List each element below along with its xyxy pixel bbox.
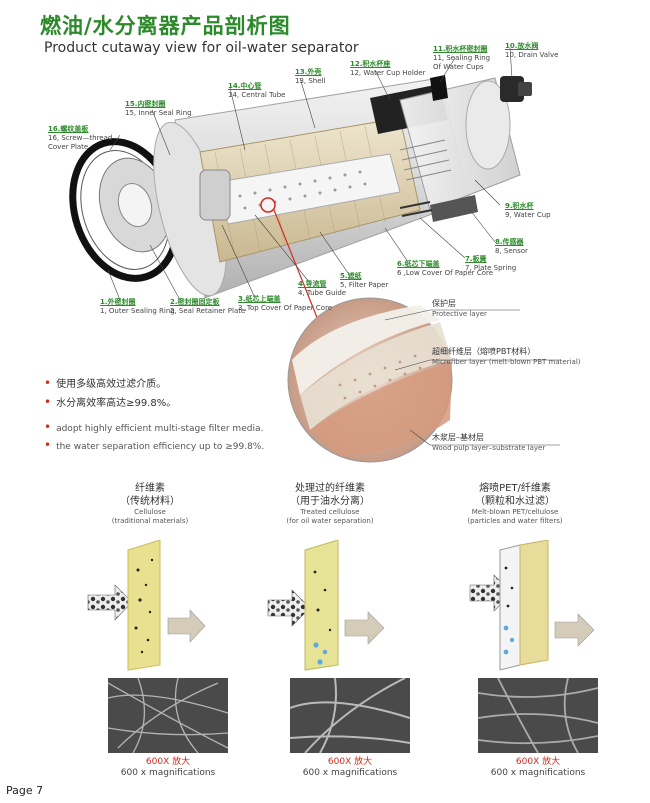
plate-spring (399, 201, 433, 217)
sensor (430, 195, 478, 222)
feature-bullet-1: •使用多级高效过滤介质。 (44, 376, 167, 390)
callout-marker (260, 197, 276, 213)
media-panel-meltblown (469, 540, 595, 671)
layer-leader-lines (384, 309, 560, 446)
drain-valve (500, 76, 524, 102)
cutaway-illustration (69, 47, 560, 463)
filter-layer-zoom (287, 297, 453, 463)
feature-bullet-4: •the water separation efficiency up to ≥… (44, 438, 265, 452)
micrograph-cellulose (108, 678, 228, 753)
page-title: 燃油/水分离器产品剖析图 (40, 14, 291, 38)
page-subtitle: Product cutaway view for oil-water separ… (44, 40, 359, 56)
seal-retainer-plate (98, 157, 172, 253)
water-cup-sealing-ring (430, 75, 448, 101)
media-illustrations (87, 540, 595, 671)
micrograph-meltblown (478, 678, 598, 753)
micrograph-treated-cellulose (290, 678, 410, 753)
media-panel-treated-cellulose (267, 540, 385, 671)
page-number: Page 7 (6, 784, 44, 797)
media-caption-cellulose: 纤维素（传统材料）Cellulose(traditional materials… (111, 483, 189, 525)
feature-bullet-2: •水分离效率高达≥99.8%。 (44, 395, 177, 409)
layer-label-microfiber: 超细纤维层（熔喷PBT材料）Microfiber layer (melt-blo… (432, 347, 581, 366)
feature-bullet-3: •adopt highly efficient multi-stage filt… (44, 420, 264, 434)
media-caption-meltblown: 熔喷PET/纤维素（颗粒和水过滤）Melt-blown PET/cellulos… (467, 483, 563, 525)
leader-lines (107, 47, 513, 301)
media-panel-cellulose (87, 540, 206, 671)
media-caption-treated-cellulose: 处理过的纤维素（用于油水分离）Treated cellulose(for oil… (286, 483, 374, 525)
tube-guide (199, 169, 231, 221)
